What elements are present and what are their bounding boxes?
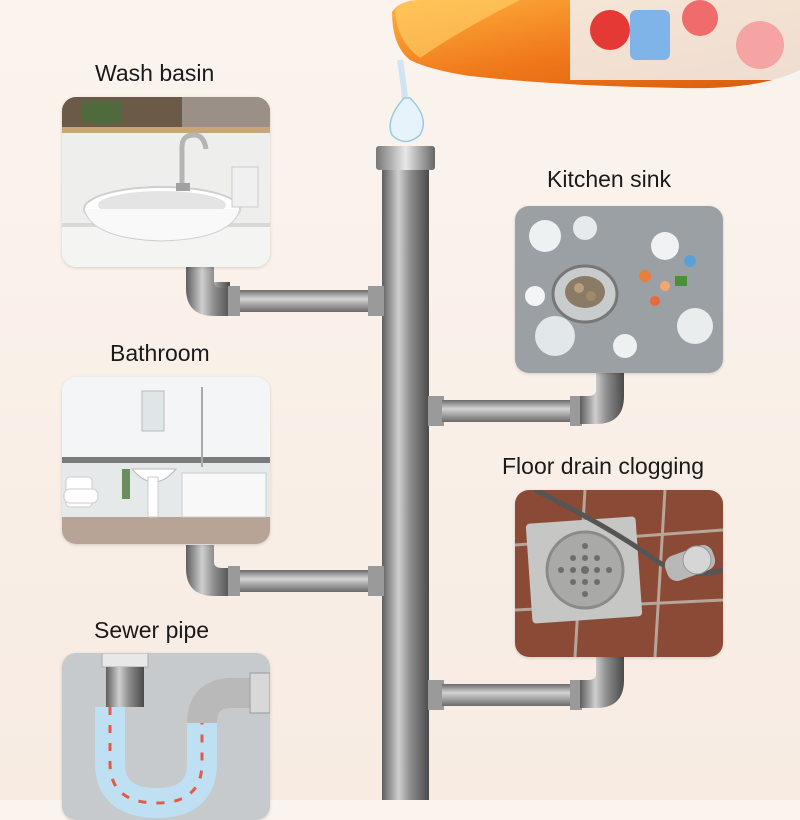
branch-floor-drain [428, 656, 624, 710]
photo-bathroom [62, 377, 270, 544]
label-kitchen-sink: Kitchen sink [547, 166, 672, 192]
photo-sewer-pipe [62, 653, 270, 820]
cleaner-bottle [392, 0, 800, 101]
liquid-drop [389, 97, 425, 143]
label-floor-drain: Floor drain clogging [502, 453, 705, 479]
branch-wash-basin [186, 265, 384, 316]
branch-bathroom [186, 545, 384, 596]
label-bathroom: Bathroom [110, 340, 210, 366]
photo-kitchen-sink [515, 206, 723, 373]
photo-wash-basin [62, 97, 270, 267]
drain-cleaner-infographic: Wash basin Kitchen sink Bathroom Floor d… [62, 0, 800, 820]
label-sewer-pipe: Sewer pipe [94, 617, 210, 643]
main-pipe-cap [376, 146, 435, 170]
main-pipe [382, 165, 429, 800]
photo-floor-drain [515, 490, 723, 657]
branch-kitchen-sink [428, 372, 624, 426]
label-wash-basin: Wash basin [95, 60, 215, 86]
pipe-network [186, 0, 800, 800]
